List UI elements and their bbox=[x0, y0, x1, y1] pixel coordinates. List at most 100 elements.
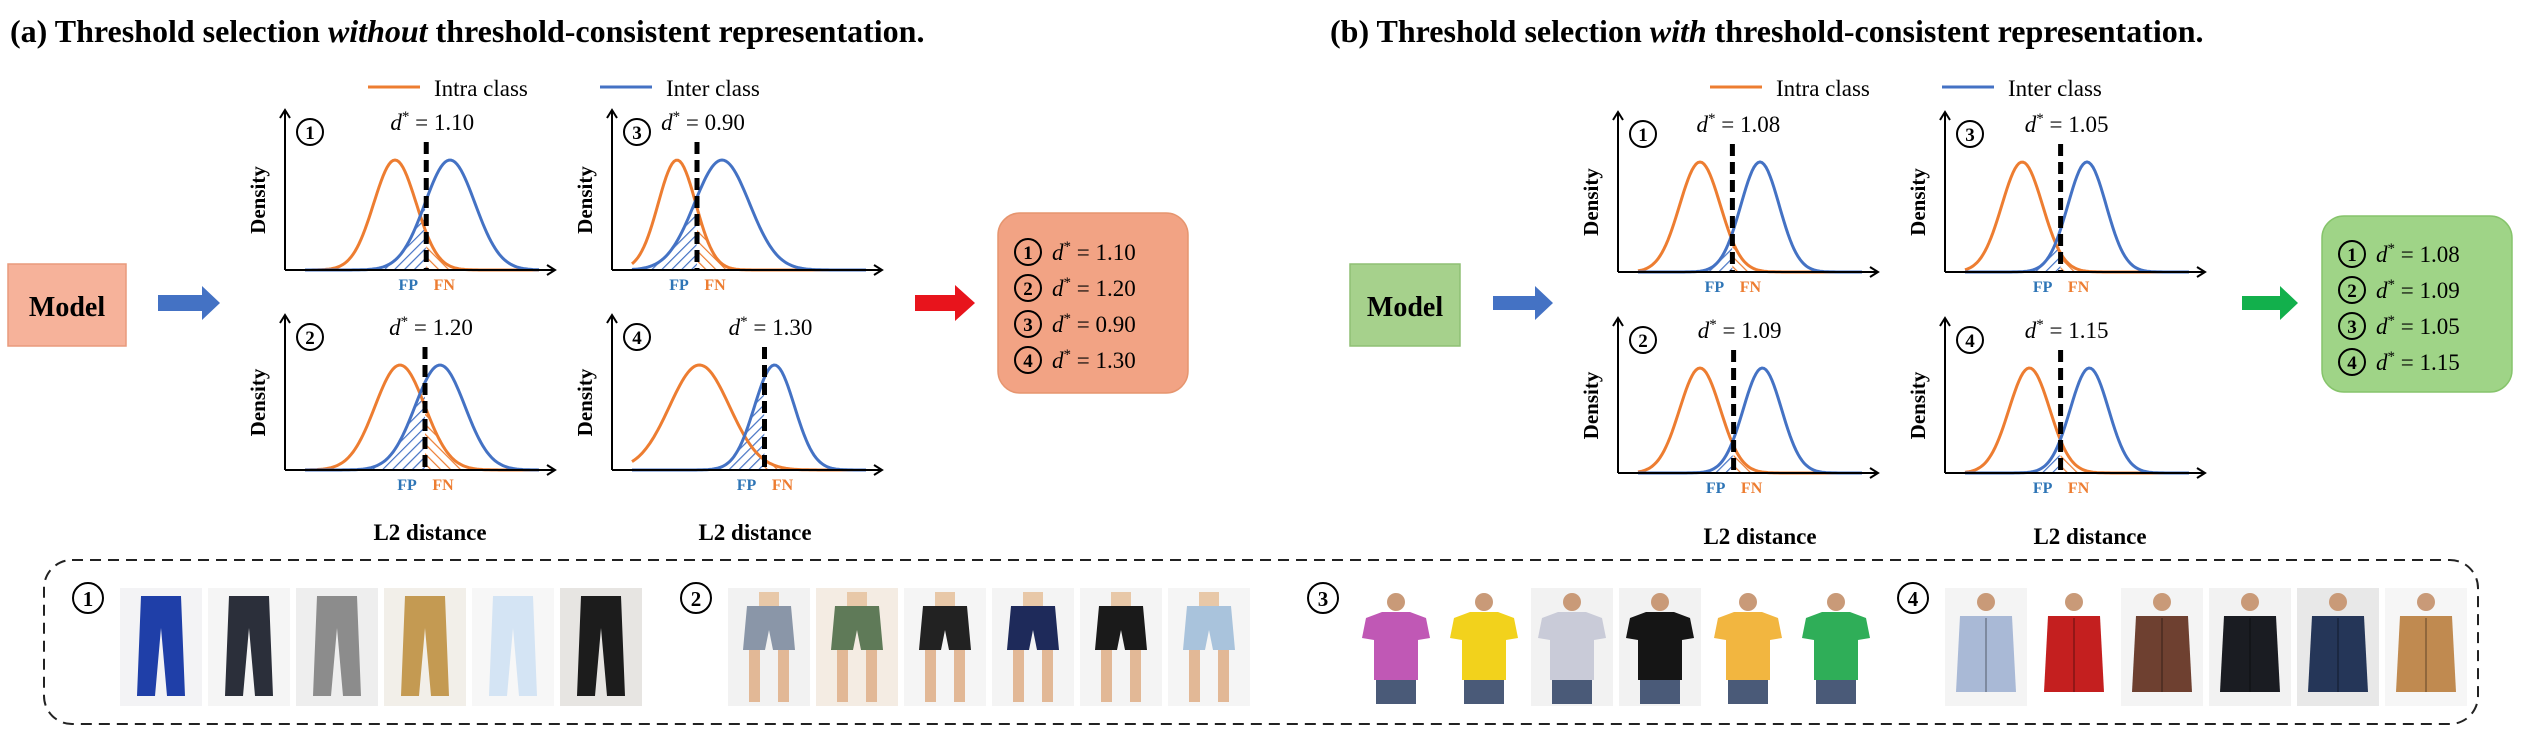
fn-label: FN bbox=[704, 277, 726, 294]
head-shape bbox=[2241, 593, 2259, 611]
torso-shape bbox=[759, 592, 779, 606]
y-axis-arrowhead bbox=[606, 313, 618, 324]
panel-a-model-box bbox=[7, 263, 127, 347]
panel-a-summary-box bbox=[997, 212, 1189, 394]
pants-shape bbox=[1728, 680, 1768, 704]
y-axis-label: Density bbox=[573, 368, 597, 436]
y-axis-label: Density bbox=[1906, 168, 1930, 236]
leg-shape bbox=[866, 650, 877, 702]
gallery-item-photo bbox=[2121, 588, 2203, 706]
shorts-shape bbox=[1007, 606, 1059, 650]
leg-shape bbox=[778, 650, 789, 702]
panel-a-model-label: Model bbox=[29, 292, 105, 323]
threshold-value-label: d* = 1.20 bbox=[389, 314, 473, 340]
pants-shape bbox=[401, 596, 449, 696]
fp-label: FP bbox=[397, 477, 417, 494]
gallery-item-photo bbox=[296, 588, 378, 706]
torso-shape bbox=[935, 592, 955, 606]
legend-inter-label: Inter class bbox=[666, 76, 760, 101]
gallery-item-photo bbox=[1080, 588, 1162, 706]
gallery-item-photo bbox=[1945, 588, 2027, 706]
head-shape bbox=[2065, 593, 2083, 611]
leg-shape bbox=[1013, 650, 1024, 702]
gallery-item-photo bbox=[384, 588, 466, 706]
gallery-group-badge bbox=[680, 582, 712, 614]
plot-number-badge bbox=[623, 323, 651, 351]
coat-shape bbox=[2396, 616, 2456, 692]
threshold-value-label: d* = 1.05 bbox=[2025, 111, 2109, 137]
threshold-value-label: d* = 1.09 bbox=[1698, 317, 1782, 343]
legend-intra-label: Intra class bbox=[1776, 76, 1870, 101]
panel-b: (b) Threshold selection with threshold-c… bbox=[1330, 13, 2513, 549]
head-shape bbox=[2153, 593, 2171, 611]
panel-b-arrow-in bbox=[1493, 286, 1553, 320]
plot-number: 2 bbox=[1638, 331, 1648, 352]
fn-region bbox=[697, 207, 867, 270]
fn-region bbox=[1733, 446, 1863, 473]
fn-label: FN bbox=[1740, 279, 1762, 296]
gallery-group-trousers: 1 bbox=[72, 582, 642, 706]
panel-b-summary-box bbox=[2321, 215, 2513, 393]
gallery-item-photo bbox=[1168, 588, 1250, 706]
inter-class-curve bbox=[1638, 160, 1862, 274]
gallery-item-photo bbox=[2209, 588, 2291, 706]
tshirt-shape bbox=[1538, 612, 1606, 680]
fn-region bbox=[2060, 253, 2190, 272]
fn-label: FN bbox=[2068, 279, 2090, 296]
leg-shape bbox=[925, 650, 936, 702]
threshold-value-label: d* = 1.30 bbox=[729, 314, 813, 340]
panel-b-model-label: Model bbox=[1367, 292, 1443, 323]
gallery-group-coats: 4 bbox=[1897, 582, 2467, 706]
plot-number-badge bbox=[1956, 326, 1984, 354]
summary-number-badge bbox=[2338, 348, 2366, 376]
x-axis-arrowhead bbox=[1869, 467, 1880, 479]
summary-value: d* = 1.10 bbox=[1052, 239, 1136, 265]
gallery-item-photo bbox=[2297, 588, 2379, 706]
gallery-item-photo bbox=[904, 588, 986, 706]
y-axis-arrowhead bbox=[1939, 110, 1951, 121]
pants-shape bbox=[1816, 680, 1856, 704]
legend-intra-label: Intra class bbox=[434, 76, 528, 101]
summary-value: d* = 1.09 bbox=[2376, 277, 2460, 303]
torso-shape bbox=[1023, 592, 1043, 606]
fp-region bbox=[1965, 234, 2061, 272]
threshold-value-label: d* = 0.90 bbox=[661, 109, 745, 135]
fn-region bbox=[426, 232, 540, 270]
fn-label: FN bbox=[434, 277, 456, 294]
head-shape bbox=[1563, 593, 1581, 611]
summary-number-badge bbox=[1014, 238, 1042, 266]
panel-a-arrow-in bbox=[158, 286, 220, 320]
gallery-group-number: 4 bbox=[1908, 587, 1919, 611]
plot-number: 3 bbox=[1965, 125, 1975, 146]
fp-region bbox=[1638, 443, 1734, 473]
x-axis-arrowhead bbox=[2196, 266, 2207, 278]
fp-region bbox=[305, 203, 427, 270]
summary-number-badge bbox=[2338, 240, 2366, 268]
x-axis-arrowhead bbox=[873, 264, 884, 276]
leg-shape bbox=[1042, 650, 1053, 702]
y-axis-label: Density bbox=[1906, 371, 1930, 439]
x-axis-arrowhead bbox=[1869, 266, 1880, 278]
fp-region bbox=[1638, 234, 1733, 272]
plot-number-badge bbox=[296, 323, 324, 351]
shorts-shape bbox=[1095, 606, 1147, 650]
inter-class-curve bbox=[1965, 366, 2189, 475]
pants-shape bbox=[225, 596, 273, 696]
tshirt-shape bbox=[1362, 612, 1430, 680]
coat-shape bbox=[1956, 616, 2016, 692]
head-shape bbox=[1827, 593, 1845, 611]
shorts-shape bbox=[831, 606, 883, 650]
y-axis-arrowhead bbox=[279, 313, 291, 324]
fn-region bbox=[1732, 240, 1863, 272]
head-shape bbox=[1475, 593, 1493, 611]
leg-shape bbox=[749, 650, 760, 702]
gallery-group-badge bbox=[1897, 582, 1929, 614]
